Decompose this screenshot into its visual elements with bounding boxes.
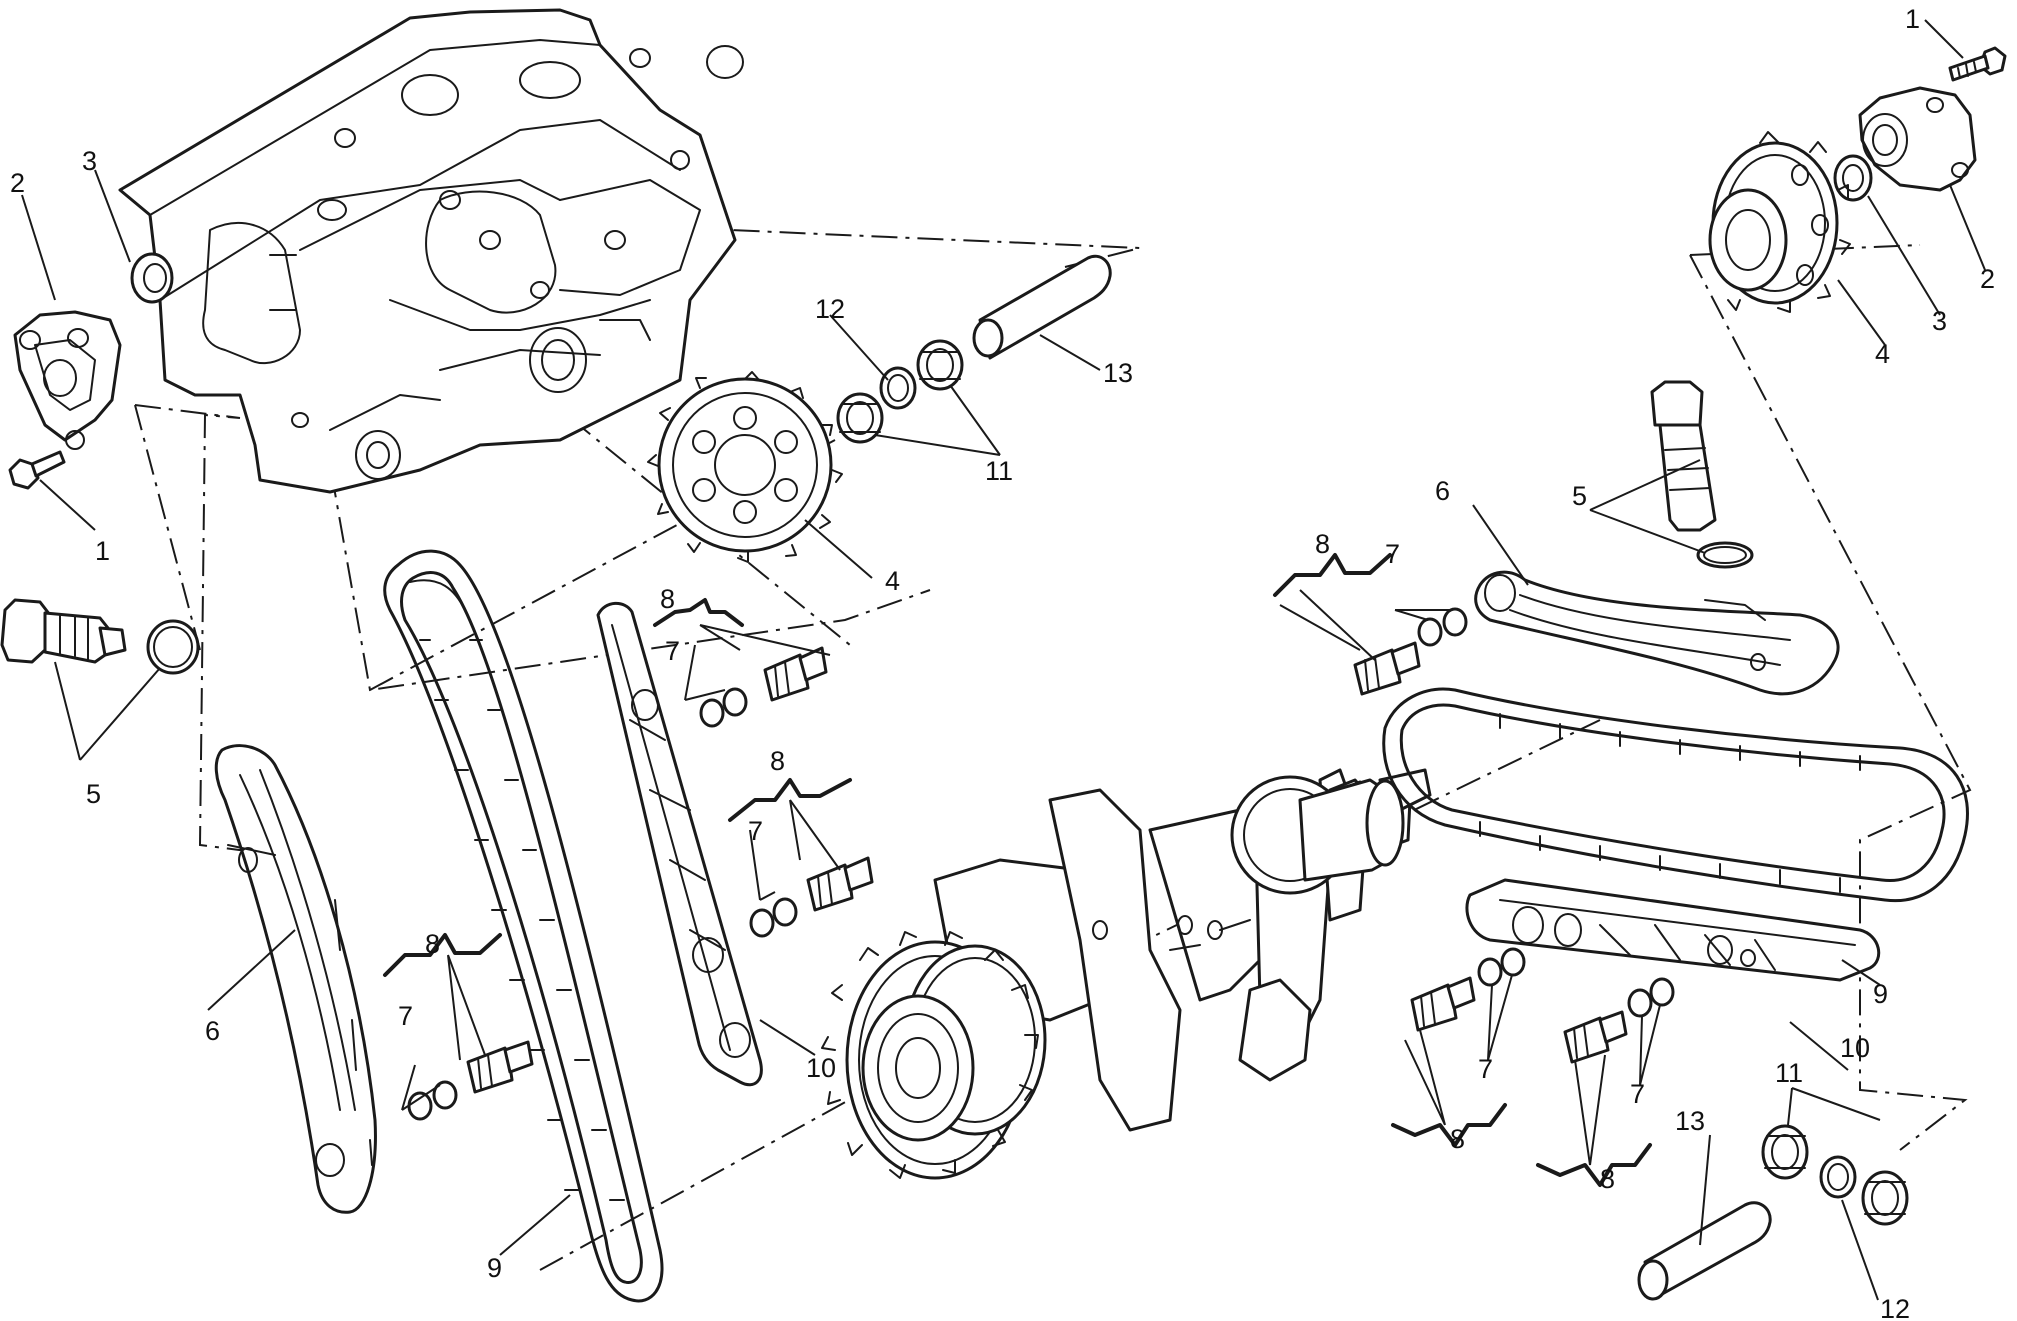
tensioner-shoe-left bbox=[214, 744, 377, 1214]
washer-3-left bbox=[130, 252, 174, 304]
callout-labels: 2 3 1 5 6 8 7 8 7 8 7 9 10 12 13 11 4 1 … bbox=[10, 4, 1995, 1321]
callout-1-left: 1 bbox=[95, 536, 110, 566]
callout-8-f: 8 bbox=[1600, 1164, 1615, 1194]
callout-9-right: 9 bbox=[1873, 979, 1888, 1009]
callout-10-right: 10 bbox=[1840, 1033, 1870, 1063]
callout-4-upper: 4 bbox=[885, 566, 900, 596]
callout-7-d: 7 bbox=[1385, 539, 1400, 569]
washer-7-f bbox=[1627, 977, 1675, 1018]
spacer-12-upper bbox=[879, 366, 917, 410]
callout-12-lower: 12 bbox=[1880, 1294, 1910, 1321]
washer-3-right bbox=[1833, 154, 1873, 202]
callout-11-lower: 11 bbox=[1775, 1058, 1803, 1088]
callout-8-a: 8 bbox=[660, 584, 675, 614]
shaft-13-lower bbox=[1637, 1201, 1772, 1301]
callout-9-left: 9 bbox=[487, 1253, 502, 1283]
chain-guide-right bbox=[1465, 878, 1881, 982]
callout-8-e: 8 bbox=[1450, 1124, 1465, 1154]
guide-pin-8-f bbox=[1563, 1010, 1628, 1064]
callout-1-right: 1 bbox=[1905, 4, 1920, 34]
callout-6-left: 6 bbox=[205, 1016, 220, 1046]
callout-5-right: 5 bbox=[1572, 481, 1587, 511]
guide-pin-8-b bbox=[806, 856, 874, 912]
callout-7-f: 7 bbox=[1630, 1079, 1645, 1109]
callout-2-right: 2 bbox=[1980, 264, 1995, 294]
needle-bearing-11-lower-b bbox=[1861, 1170, 1909, 1226]
tensioner-plunger-left bbox=[0, 598, 127, 664]
timing-chain-left bbox=[383, 549, 664, 1303]
timing-chain-right bbox=[1382, 687, 1969, 903]
leader-lines bbox=[21, 19, 1986, 1301]
tensioner-shoe-right bbox=[1474, 570, 1840, 696]
callout-8-c: 8 bbox=[425, 929, 440, 959]
washer-7-b bbox=[749, 897, 798, 938]
guide-pin-8-d bbox=[1353, 641, 1421, 696]
washer-7-d bbox=[1417, 607, 1468, 647]
shaft-13-upper bbox=[972, 254, 1112, 360]
crank-timing-sprocket bbox=[1230, 775, 1405, 895]
cam-sprocket-right bbox=[1708, 131, 1851, 313]
washer-7-e bbox=[1477, 947, 1526, 987]
bolt-1-left bbox=[8, 450, 66, 490]
callout-8-b: 8 bbox=[770, 746, 785, 776]
callout-11-upper: 11 bbox=[985, 456, 1013, 486]
callout-5-left: 5 bbox=[86, 779, 101, 809]
callout-3-left: 3 bbox=[82, 146, 97, 176]
callout-13-upper: 13 bbox=[1103, 358, 1133, 388]
callout-4-right: 4 bbox=[1875, 339, 1890, 369]
tensioner-cover-right bbox=[1858, 86, 1977, 192]
callout-13-lower: 13 bbox=[1675, 1106, 1705, 1136]
callout-8-d: 8 bbox=[1315, 529, 1330, 559]
callout-7-e: 7 bbox=[1478, 1054, 1493, 1084]
callout-7-b: 7 bbox=[748, 816, 763, 846]
o-ring-5-right bbox=[1696, 541, 1754, 569]
washer-7-c bbox=[407, 1080, 458, 1121]
callout-2-left: 2 bbox=[10, 168, 25, 198]
crank-gear bbox=[821, 931, 1047, 1180]
callout-3-right: 3 bbox=[1932, 306, 1947, 336]
cam-sprocket-upper bbox=[647, 371, 843, 563]
guide-pin-8-a bbox=[763, 646, 828, 702]
guide-pin-8-c bbox=[466, 1040, 534, 1094]
tensioner-plunger-right bbox=[1650, 380, 1717, 532]
o-ring-5-left bbox=[146, 619, 200, 675]
guide-pin-8-e bbox=[1410, 976, 1476, 1032]
callout-12-upper: 12 bbox=[815, 294, 845, 324]
cylinder-head bbox=[118, 8, 744, 494]
needle-bearing-11-upper-a bbox=[836, 392, 884, 444]
needle-bearing-11-lower-a bbox=[1761, 1124, 1809, 1180]
braces-8 bbox=[383, 553, 1652, 1187]
callout-10-left: 10 bbox=[806, 1053, 836, 1083]
chain-guide-left bbox=[596, 601, 763, 1087]
spacer-12-lower bbox=[1819, 1155, 1857, 1199]
needle-bearing-11-upper-b bbox=[916, 339, 964, 391]
washer-7-a bbox=[699, 687, 748, 728]
callout-7-a: 7 bbox=[665, 636, 680, 666]
callout-6-right: 6 bbox=[1435, 476, 1450, 506]
tensioner-cover-left bbox=[13, 310, 122, 450]
bolt-1-right bbox=[1948, 46, 2007, 82]
callout-7-c: 7 bbox=[398, 1001, 413, 1031]
